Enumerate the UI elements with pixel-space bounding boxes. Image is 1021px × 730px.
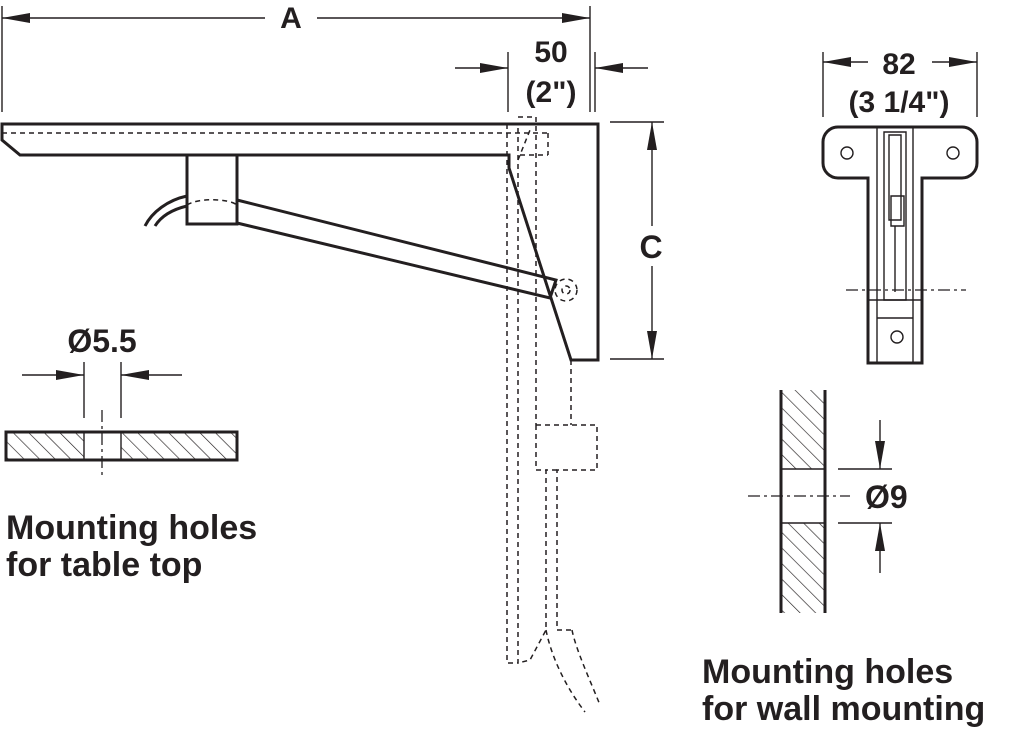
dimension-50-mm: 50 <box>534 36 567 69</box>
bracket-top-view <box>821 125 979 365</box>
caption-wall-mounting: Mounting holes for wall mounting <box>702 654 985 728</box>
dimension-82-in: (3 1/4") <box>849 86 950 119</box>
bottom-hole <box>890 330 904 344</box>
dimension-82-mm: 82 <box>882 48 915 81</box>
dimension-c-label: C <box>639 229 662 265</box>
dimension-c: C <box>610 121 672 360</box>
bracket-mount-block <box>185 153 239 226</box>
top-hole-left <box>840 146 854 160</box>
bracket-side-view <box>0 116 601 713</box>
caption-table-top-line2: for table top <box>6 546 203 584</box>
caption-wall-mounting-line2: for wall mounting <box>702 690 986 728</box>
dimension-82: 82 (3 1/4") <box>822 44 978 119</box>
caption-table-top-line1: Mounting holes <box>6 509 258 547</box>
wall-hole-section: Ø9 <box>748 390 908 613</box>
table-hole-diameter: Ø5.5 <box>67 323 136 359</box>
top-hole-right <box>946 146 960 160</box>
dimension-50-in: (2") <box>526 76 577 109</box>
table-top-hole-section: Ø5.5 <box>4 323 239 478</box>
dimension-a: A <box>1 2 591 112</box>
dimension-a-label: A <box>280 2 302 35</box>
pivot-pin <box>554 278 578 302</box>
bracket-top-arm <box>0 122 600 362</box>
caption-table-top: Mounting holes for table top <box>6 510 257 584</box>
wall-hole-diameter: Ø9 <box>865 479 908 515</box>
dimension-50: 50 (2") <box>455 36 648 112</box>
bracket-support-strut <box>236 198 558 300</box>
caption-wall-mounting-line1: Mounting holes <box>702 653 954 691</box>
bracket-folded-position <box>506 116 601 713</box>
bracket-top-plate <box>821 125 979 365</box>
